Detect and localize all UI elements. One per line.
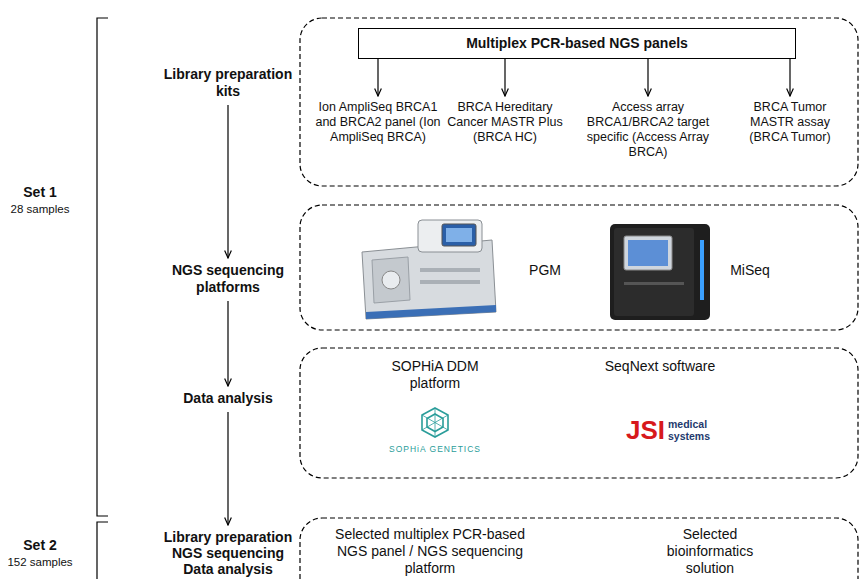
flow-arrow [227, 301, 228, 386]
kit-name: Access array BRCA1/BRCA2 target specific… [578, 100, 718, 160]
dashed-group [300, 18, 858, 186]
kit-name: BRCA Tumor MASTR assay (BRCA Tumor) [734, 100, 846, 145]
dashed-group [300, 205, 858, 330]
selection-note: Selected bioinformatics solution [645, 526, 775, 577]
flow-arrow [227, 412, 228, 525]
kit-name: BRCA Hereditary Cancer MASTR Plus (BRCA … [446, 100, 564, 145]
dashed-group [300, 518, 858, 579]
set1-bracket [97, 18, 108, 516]
logo-text: SOPHiA GENETICS [375, 444, 495, 454]
flow-arrow [377, 59, 378, 96]
software-name: SOPHiA DDM platform [375, 358, 495, 392]
flow-arrow [504, 59, 505, 96]
node-text: BRCA Tumor MASTR assay (BRCA Tumor) [734, 100, 846, 145]
set-brackets [97, 18, 108, 579]
node-text: Data analysis [148, 561, 308, 577]
step-label: Data analysis [153, 390, 303, 407]
set-name: Set 2 [2, 537, 78, 554]
kit-name: Ion AmpliSeq BRCA1 and BRCA2 panel (Ion … [314, 100, 442, 145]
selection-note: Selected multiplex PCR-based NGS panel /… [334, 526, 526, 577]
dashed-group [300, 348, 858, 478]
flow-arrow [227, 105, 228, 258]
software-name: SeqNext software [600, 358, 720, 375]
dashed-groups [300, 18, 858, 579]
flow-arrow [789, 59, 790, 96]
step-label: NGS sequencing platforms [153, 262, 303, 296]
sophia-icon [422, 408, 448, 437]
pgm-machine [362, 220, 496, 319]
node-text: Data analysis [153, 390, 303, 407]
platform-name: PGM [515, 262, 575, 279]
logo-text: medical systems [668, 418, 722, 442]
sample-count: 152 samples [2, 555, 78, 569]
node-text: BRCA Hereditary Cancer MASTR Plus (BRCA … [446, 100, 564, 145]
node-text: NGS sequencing platforms [153, 262, 303, 296]
flow-arrow [647, 59, 648, 96]
sample-count: 28 samples [2, 202, 78, 216]
node-text: Library preparation [148, 529, 308, 545]
panel-group-box: Multiplex PCR-based NGS panels [358, 28, 796, 59]
miseq-machine [610, 224, 710, 320]
platform-name: MiSeq [715, 262, 785, 279]
node-text: NGS sequencing [148, 545, 308, 561]
node-text: Multiplex PCR-based NGS panels [363, 35, 791, 52]
node-text: Library preparation kits [153, 66, 303, 100]
logo-text: JSI [617, 414, 665, 446]
node-text: Access array BRCA1/BRCA2 target specific… [578, 100, 718, 160]
step-label: Library preparationNGS sequencingData an… [148, 529, 308, 577]
set-name: Set 1 [2, 184, 78, 201]
node-text: Ion AmpliSeq BRCA1 and BRCA2 panel (Ion … [314, 100, 442, 145]
set2-bracket [97, 522, 108, 579]
step-label: Library preparation kits [153, 66, 303, 100]
